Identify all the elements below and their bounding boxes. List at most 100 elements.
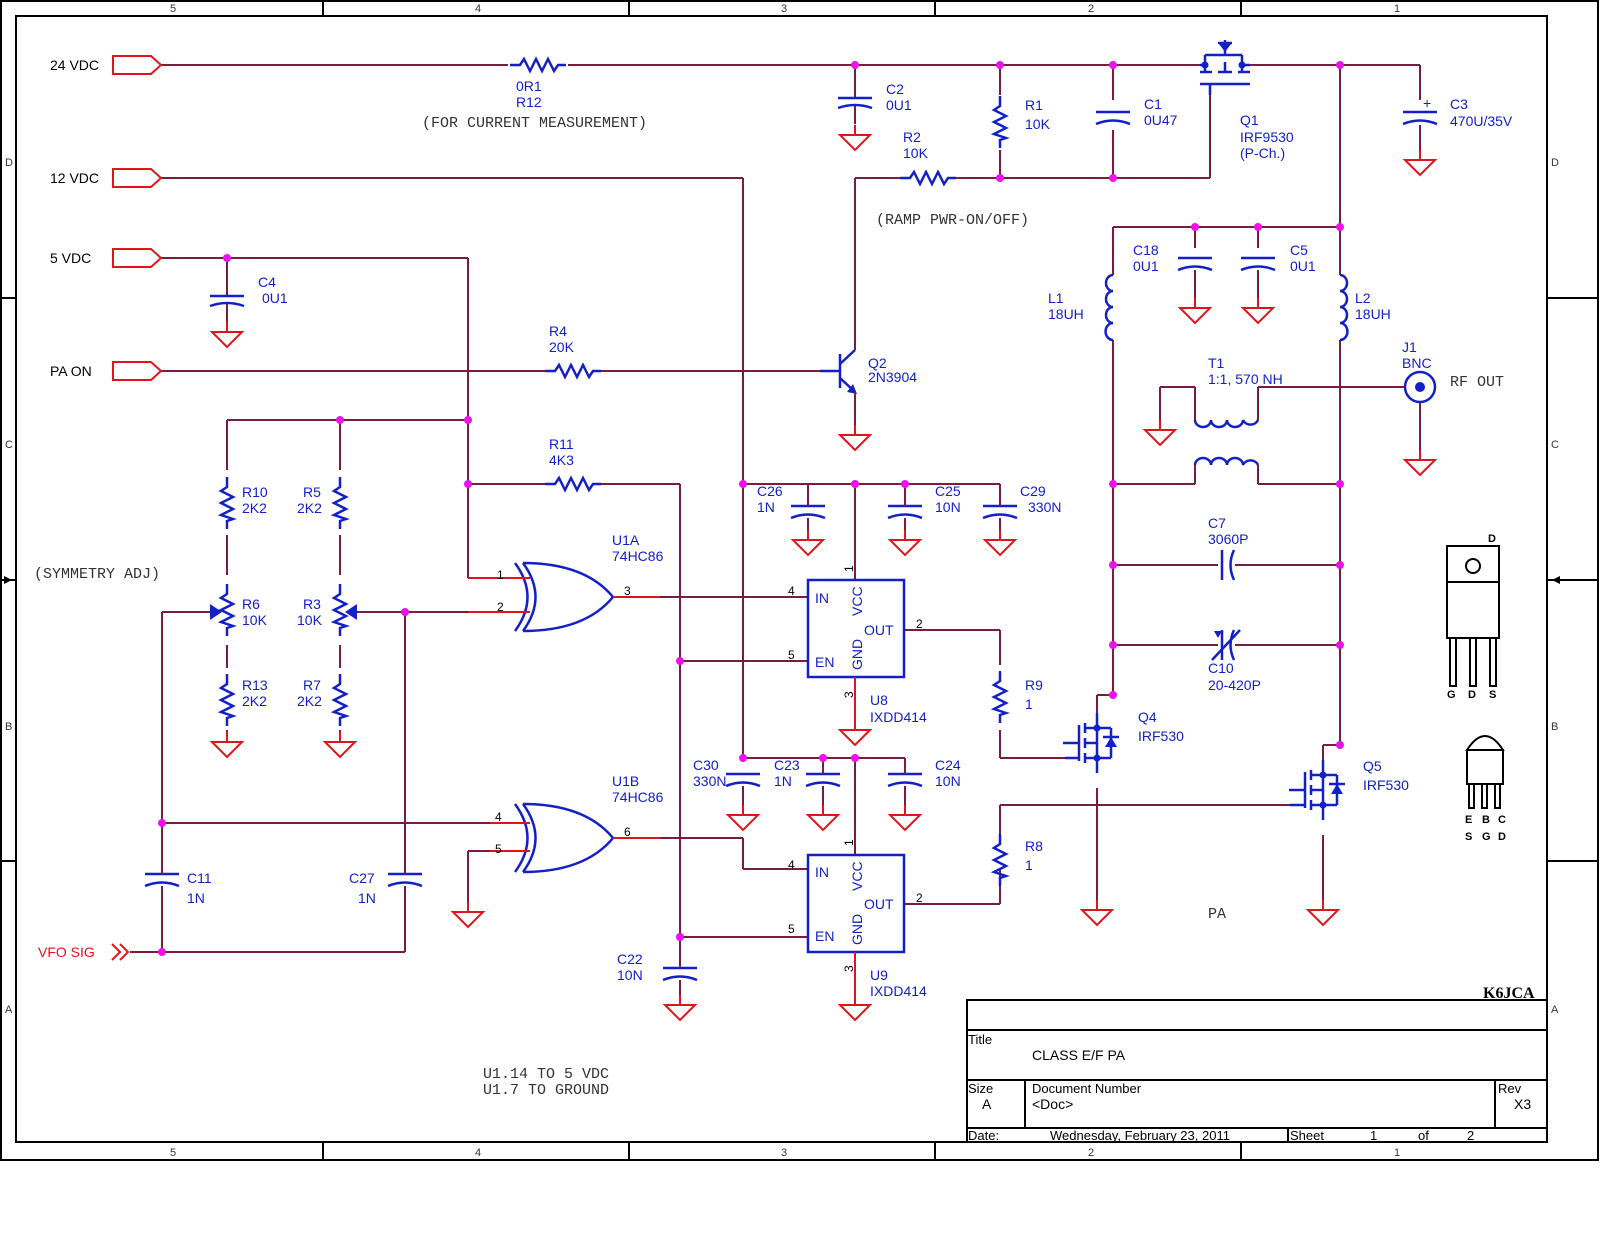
capacitor-c3: + — [1402, 95, 1438, 176]
c10-ref: C10 — [1208, 660, 1234, 676]
to92-bottom-label: S — [1465, 831, 1472, 843]
to92-package-drawing — [1465, 735, 1505, 809]
net-label-rf-out: RF OUT — [1450, 374, 1504, 391]
inductor-l2 — [1339, 273, 1349, 342]
capacitor-c29 — [982, 496, 1018, 556]
r7-ref: R7 — [303, 677, 321, 693]
resistor-r2 — [898, 170, 958, 186]
r12-ref: R12 — [516, 94, 542, 110]
rev-label: Rev — [1498, 1081, 1522, 1096]
size-value: A — [982, 1096, 992, 1112]
r4-ref: R4 — [549, 323, 567, 339]
zone-row-label: B — [5, 721, 12, 733]
c27-ref: C27 — [349, 870, 375, 886]
u9-pin2: 2 — [916, 891, 923, 905]
r9-ref: R9 — [1025, 677, 1043, 693]
c2-ref: C2 — [886, 81, 904, 97]
r1-ref: R1 — [1025, 97, 1043, 113]
q2-value: 2N3904 — [868, 369, 917, 385]
u9-ref: U9 — [870, 967, 888, 983]
zone-row-label: A — [1551, 1004, 1559, 1016]
r8-ref: R8 — [1025, 838, 1043, 854]
capacitor-c10 — [1211, 629, 1241, 661]
net-label-12v: 12 VDC — [50, 170, 99, 186]
to92-top-label: B — [1482, 814, 1490, 826]
transistor-q2 — [820, 349, 871, 451]
drawing-frame — [0, 0, 1599, 1161]
t1-ref: T1 — [1208, 355, 1225, 371]
r5-ref: R5 — [303, 484, 321, 500]
to220-top-label: D — [1488, 533, 1496, 545]
r11-ref: R11 — [549, 436, 574, 452]
c22-value: 10N — [617, 967, 643, 983]
capacitor-c27 — [387, 858, 423, 900]
u8-value: IXDD414 — [870, 709, 927, 725]
mosfet-q4 — [1061, 711, 1121, 926]
u1a-pin3: 3 — [624, 584, 631, 598]
u9-pin5: 5 — [788, 922, 795, 936]
to92-bottom-label: D — [1498, 831, 1506, 843]
c4-ref: C4 — [258, 274, 276, 290]
resistor-r4 — [543, 363, 603, 379]
capacitor-c11 — [144, 858, 180, 900]
to220-pin-label: G — [1447, 689, 1456, 701]
port-5v — [112, 248, 162, 268]
c3-ref: C3 — [1450, 96, 1468, 112]
c2-value: 0U1 — [886, 97, 912, 113]
zone-col-label: 5 — [170, 1147, 176, 1159]
r6-ref: R6 — [242, 596, 260, 612]
port-pa-on — [112, 361, 162, 381]
date-label: Date: — [968, 1128, 999, 1143]
to220-package-drawing — [1446, 545, 1500, 687]
zone-col-label: 2 — [1088, 3, 1094, 15]
junction-dots — [158, 61, 1344, 956]
net-label-pa-on: PA ON — [50, 363, 92, 379]
u1b-ref: U1B — [612, 773, 639, 789]
zone-row-label: C — [1551, 439, 1559, 451]
to220-pin-label: D — [1468, 689, 1476, 701]
zone-col-label: 5 — [170, 3, 176, 15]
capacitor-c1 — [1095, 110, 1131, 126]
mosfet-q5 — [1287, 758, 1347, 926]
c11-value: 1N — [187, 890, 205, 906]
c18-value: 0U1 — [1133, 258, 1159, 274]
c30-ref: C30 — [693, 757, 719, 773]
c11-ref: C11 — [187, 870, 212, 886]
c22-ref: C22 — [617, 951, 643, 967]
q2-ref: Q2 — [868, 355, 887, 371]
of-label: of — [1418, 1128, 1429, 1143]
capacitor-c30 — [725, 772, 761, 831]
c5-value: 0U1 — [1290, 258, 1316, 274]
note-symmetry: (SYMMETRY ADJ) — [34, 566, 160, 583]
zone-col-label: 2 — [1088, 1147, 1094, 1159]
r1-value: 10K — [1025, 116, 1051, 132]
xor-gate-u1a — [468, 561, 660, 633]
resistor-r12 — [508, 57, 568, 73]
resistor-r5 — [332, 475, 348, 531]
capacitor-c5 — [1240, 256, 1276, 324]
zone-row-label: D — [1551, 157, 1559, 169]
u9-pin-in: IN — [815, 864, 829, 880]
u9-pin-vcc: VCC — [849, 861, 865, 891]
resistor-r10 — [219, 475, 235, 531]
r13-ref: R13 — [242, 677, 268, 693]
to92-top-label: C — [1498, 814, 1506, 826]
port-12v — [112, 168, 162, 188]
u8-pin5: 5 — [788, 648, 795, 662]
title-label: Title — [968, 1032, 992, 1047]
zone-row-label: D — [5, 157, 13, 169]
rev-value: X3 — [1514, 1096, 1531, 1112]
capacitor-c4 — [208, 276, 246, 348]
u9-pin1: 1 — [842, 839, 856, 846]
driver-ic-u9 — [806, 853, 906, 1021]
zone-col-label: 4 — [475, 3, 481, 15]
inductor-l1 — [1104, 273, 1114, 342]
c25-ref: C25 — [935, 483, 961, 499]
zone-row-label: C — [5, 439, 13, 451]
l1-ref: L1 — [1048, 290, 1064, 306]
j1-value: BNC — [1402, 355, 1432, 371]
u8-pin-vcc: VCC — [849, 586, 865, 616]
c27-value: 1N — [358, 890, 376, 906]
zone-col-label: 1 — [1394, 1147, 1400, 1159]
